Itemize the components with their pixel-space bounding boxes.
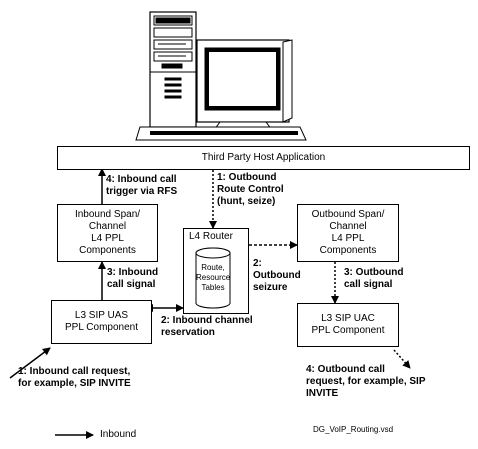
label-line: call signal [107,279,156,290]
source-filename: DG_VoIP_Routing.vsd [313,425,394,434]
inbound-span-line: Channel [88,221,127,232]
label-line: call signal [344,279,393,290]
sip-uas-box: L3 SIP UAS PPL Component [51,300,152,344]
l4-router-title: L4 Router [189,231,233,242]
sip-uas-line: PPL Component [64,322,138,333]
host-application-label: Third Party Host Application [201,152,326,163]
label-line: 2: Inbound channel [161,315,253,326]
label-line: 3: Inbound [107,267,159,278]
keyboard-icon [135,126,307,141]
route-tables-label: Route, Resource Tables [196,263,230,293]
route-tables-line: Tables [201,283,225,292]
label-line: for example, SIP INVITE [18,378,131,389]
label-line: (hunt, seize) [217,196,276,207]
label-inbound-channel-reservation: 2: Inbound channel reservation [161,315,253,339]
computer-tower-icon [149,11,197,128]
label-outbound-call-request: 4: Outbound call request, for example, S… [306,364,426,400]
sip-uac-line: PPL Component [311,325,385,336]
legend-inbound-label: Inbound [100,429,137,440]
label-line: 3: Outbound [344,267,404,278]
outbound-span-line: Components [319,245,377,256]
label-line: 2: [253,258,262,269]
label-line: trigger via RFS [106,186,178,197]
arrow-inbound-call-request [9,347,51,379]
sip-uas-line: L3 SIP UAS [74,310,129,321]
sip-uac-box: L3 SIP UAC PPL Component [297,303,399,347]
route-tables-line: Route, [201,263,225,272]
l4-router-box [183,228,249,314]
arrow-outbound-call-request [393,349,411,369]
outbound-span-box: Outbound Span/ Channel L4 PPL Components [297,204,399,262]
label-line: 4: Inbound call [106,174,177,185]
label-outbound-route-control: 1: Outbound Route Control (hunt, seize) [217,172,284,208]
label-line: INVITE [306,388,339,399]
label-line: 1: Inbound call request, [18,366,131,377]
label-line: 1: Outbound [217,172,277,183]
outbound-span-line: Outbound Span/ [311,209,385,220]
connectors [9,168,411,439]
label-line: 4: Outbound call [306,364,385,375]
label-inbound-trigger: 4: Inbound call trigger via RFS [106,174,177,198]
label-inbound-call-signal: 3: Inbound call signal [107,267,158,291]
host-application-box: Third Party Host Application [57,146,470,170]
outbound-span-line: L4 PPL [331,233,365,244]
route-tables-line: Resource [196,273,231,282]
inbound-span-box: Inbound Span/ Channel L4 PPL Components [57,204,158,262]
label-line: request, for example, SIP [306,376,426,387]
outbound-span-line: Channel [329,221,367,232]
label-line: seizure [253,282,288,293]
label-line: Outbound [253,270,301,281]
inbound-span-line: Components [79,245,136,256]
monitor-icon [195,39,293,137]
inbound-span-line: Inbound Span/ [74,209,141,220]
inbound-span-line: L4 PPL [91,233,124,244]
label-line: Route Control [217,184,284,195]
label-line: reservation [161,327,215,338]
label-outbound-call-signal: 3: Outbound call signal [344,267,403,291]
sip-uac-line: L3 SIP UAC [321,313,375,324]
label-inbound-call-request: 1: Inbound call request, for example, SI… [18,366,131,390]
label-outbound-seizure: 2: Outbound seizure [253,258,301,294]
